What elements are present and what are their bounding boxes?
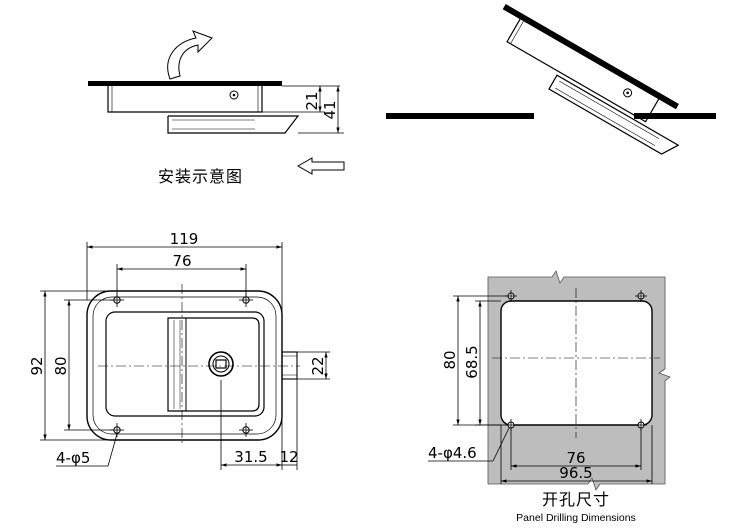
- outer-flange: [86, 290, 283, 441]
- cutout-subtitle: Panel Drilling Dimensions: [516, 512, 636, 524]
- dim-92: 92: [28, 356, 46, 375]
- side-view: 21 41 安装示意图: [88, 30, 345, 186]
- holes-spec: 4-φ5: [56, 449, 90, 467]
- cutout-dim-80: 80: [441, 350, 459, 369]
- dim-22: 22: [309, 356, 327, 375]
- cutout-dim-76: 76: [566, 449, 585, 467]
- front-view: 119 76 92 80 22 31.5 12 4-φ5: [28, 230, 330, 470]
- dim-119: 119: [170, 230, 199, 248]
- lock-body-side: [107, 86, 263, 113]
- cutout-holes-spec: 4-φ4.6: [428, 444, 477, 462]
- direction-arrow-icon: [296, 157, 345, 175]
- flange-tilted: [502, 4, 679, 110]
- drill-holes: [505, 290, 647, 431]
- dim-31-5: 31.5: [234, 448, 267, 466]
- install-caption: 安装示意图: [158, 167, 243, 186]
- installed-view: [386, 4, 716, 155]
- dim-80: 80: [52, 356, 70, 375]
- key-cylinder-icon: [208, 351, 234, 377]
- flange: [88, 81, 282, 86]
- rivet: [229, 90, 239, 100]
- inner-pan: [105, 311, 265, 417]
- cutout-view: 80 68.5 76 96.5 4-φ4.6 开孔尺寸 Panel Drilli…: [428, 270, 671, 524]
- latch-bolt-side: [167, 115, 300, 134]
- rivet: [623, 88, 633, 98]
- latch-bolt-tilted: [548, 74, 680, 155]
- cutout-dim-96-5: 96.5: [559, 464, 592, 482]
- cutout-title: 开孔尺寸: [542, 490, 610, 509]
- dim-76: 76: [172, 252, 191, 270]
- dim-41: 41: [321, 100, 339, 119]
- dim-21: 21: [303, 91, 321, 110]
- rotation-arrow-icon: [167, 30, 213, 80]
- dim-12: 12: [279, 448, 298, 466]
- paddle: [167, 317, 260, 412]
- cutout-dim-68-5: 68.5: [463, 345, 481, 378]
- cutout-opening: [500, 300, 653, 426]
